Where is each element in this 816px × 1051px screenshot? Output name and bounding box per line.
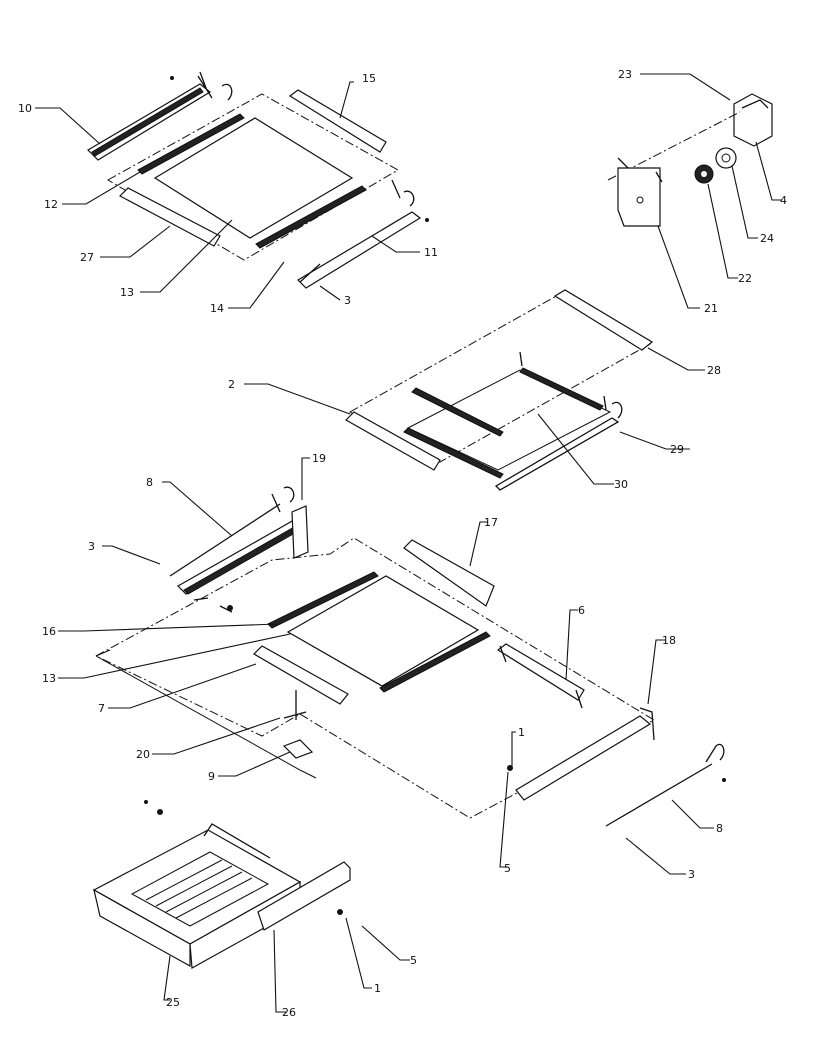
callout-13: 13 bbox=[120, 286, 134, 299]
cam-24 bbox=[715, 147, 737, 169]
callout-labels: 10 12 27 13 14 3 11 15 23 4 24 22 21 2 2… bbox=[18, 68, 787, 1019]
callout-6: 6 bbox=[578, 604, 585, 617]
glass-panel-lower bbox=[286, 575, 480, 687]
rail-29 bbox=[494, 417, 620, 491]
lower-shelf-assembly bbox=[94, 486, 726, 915]
callout-4: 4 bbox=[780, 194, 787, 207]
callout-16: 16 bbox=[42, 625, 56, 638]
callout-28: 28 bbox=[707, 364, 721, 377]
callout-2: 2 bbox=[228, 378, 235, 391]
callout-21: 21 bbox=[704, 302, 718, 315]
glass-panel bbox=[153, 117, 354, 239]
callout-9: 9 bbox=[208, 770, 215, 783]
callout-3: 3 bbox=[344, 294, 351, 307]
callout-7: 7 bbox=[98, 702, 105, 715]
callout-20: 20 bbox=[136, 748, 150, 761]
callout-27: 27 bbox=[80, 251, 94, 264]
clip-9 bbox=[282, 739, 314, 759]
bracket-assembly bbox=[607, 93, 773, 227]
callout-1-b: 1 bbox=[374, 982, 381, 995]
front-trim-2 bbox=[345, 411, 441, 471]
callout-10: 10 bbox=[18, 102, 32, 115]
front-trim-7 bbox=[253, 645, 349, 705]
callout-3-b: 3 bbox=[88, 540, 95, 553]
front-trim bbox=[119, 187, 221, 247]
callout-30: 30 bbox=[614, 478, 628, 491]
bracket-6 bbox=[496, 643, 585, 701]
callout-8: 8 bbox=[146, 476, 153, 489]
upper-shelf-assembly bbox=[87, 71, 429, 289]
crisper-pan-assembly bbox=[92, 823, 351, 969]
cover-26 bbox=[257, 861, 351, 931]
callout-15: 15 bbox=[362, 72, 376, 85]
rear-rail-28 bbox=[553, 289, 654, 351]
rail-18 bbox=[515, 715, 652, 801]
callout-13-b: 13 bbox=[42, 672, 56, 685]
callout-5-b: 5 bbox=[410, 954, 417, 967]
callout-22: 22 bbox=[738, 272, 752, 285]
callout-11: 11 bbox=[424, 246, 438, 259]
callout-19: 19 bbox=[312, 452, 326, 465]
callout-26: 26 bbox=[282, 1006, 296, 1019]
rear-trim bbox=[288, 89, 387, 153]
callout-23: 23 bbox=[618, 68, 632, 81]
callout-3-c: 3 bbox=[688, 868, 695, 881]
callout-18: 18 bbox=[662, 634, 676, 647]
middle-shelf-assembly bbox=[345, 289, 654, 491]
bracket-23 bbox=[733, 93, 773, 147]
right-rail bbox=[297, 211, 422, 289]
callout-14: 14 bbox=[210, 302, 224, 315]
callout-5: 5 bbox=[504, 862, 511, 875]
callout-8-b: 8 bbox=[716, 822, 723, 835]
callout-17: 17 bbox=[484, 516, 498, 529]
callout-24: 24 bbox=[760, 232, 774, 245]
callout-25: 25 bbox=[166, 996, 180, 1009]
rear-trim-17 bbox=[403, 539, 495, 607]
callout-29: 29 bbox=[670, 443, 684, 456]
callout-1: 1 bbox=[518, 726, 525, 739]
leader-lines bbox=[35, 73, 782, 1013]
callout-12: 12 bbox=[44, 198, 58, 211]
